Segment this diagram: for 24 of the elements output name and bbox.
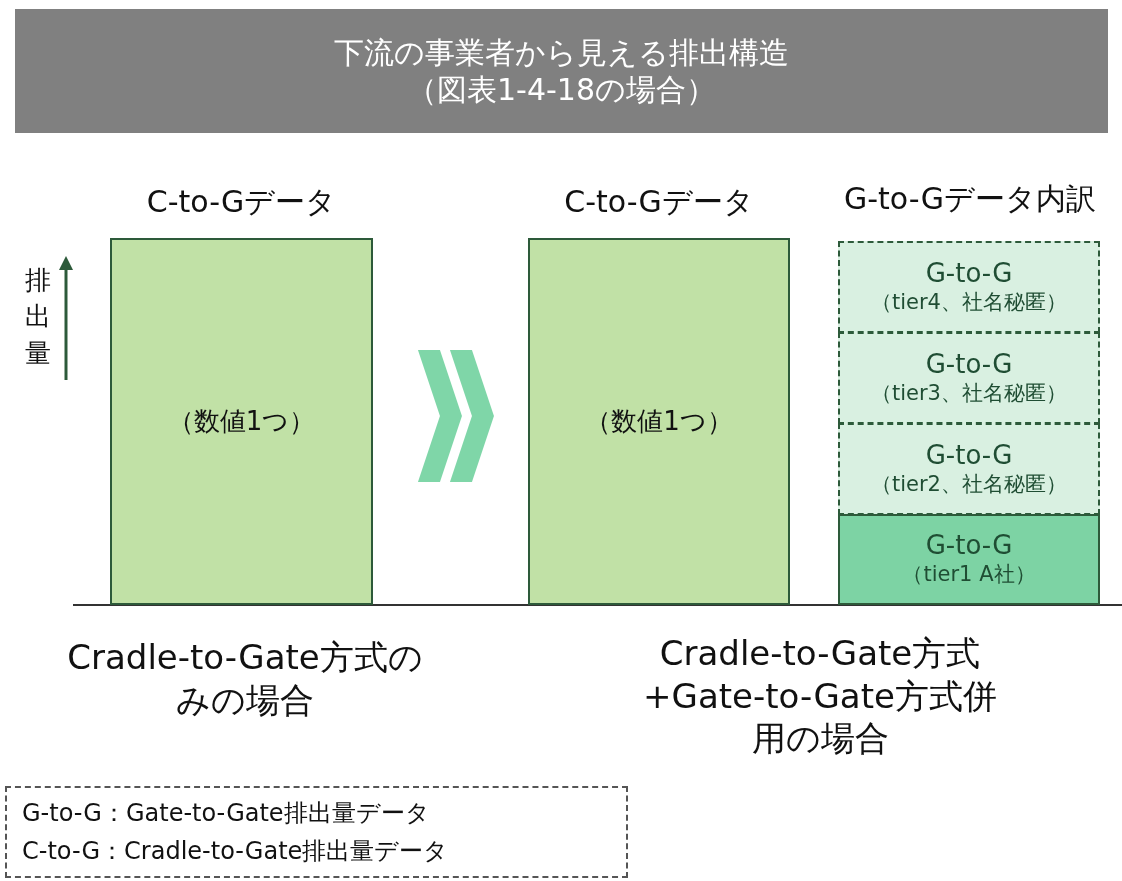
column-heading: G-to-Gデータ内訳: [843, 180, 1097, 218]
chevron-arrow: [417, 350, 494, 482]
tier-detail: （tier1 A社）: [902, 561, 1036, 589]
tier-detail: （tier2、社名秘匿）: [871, 470, 1067, 498]
tier-title: G-to-G: [925, 348, 1013, 380]
tier-detail: （tier4、社名秘匿）: [871, 288, 1067, 316]
column-heading: C-to-Gデータ: [145, 183, 338, 221]
tier-bar: [838, 423, 1100, 515]
tier-bar: [838, 514, 1100, 605]
column-heading: C-to-Gデータ: [563, 183, 755, 221]
tier-bar: [838, 332, 1100, 424]
tier-title: G-to-G: [925, 257, 1013, 289]
case-caption: Cradle-to-Gate方式のみの場合: [66, 636, 424, 721]
value-note: （数値1つ）: [167, 405, 316, 438]
value-note: （数値1つ）: [585, 405, 733, 438]
tier-detail: （tier3、社名秘匿）: [871, 379, 1067, 407]
case-caption: Cradle-to-Gate方式+Gate-to-Gate方式併用の場合: [642, 632, 998, 760]
title-text: 下流の事業者から見える排出構造（図表1-4-18の場合）: [333, 33, 790, 109]
tier-title: G-to-G: [925, 439, 1013, 471]
tier-bar: [838, 241, 1100, 333]
axis-label: 排出量: [25, 264, 51, 370]
legend-note: C-to-G：Cradle-to-Gate排出量データ: [22, 836, 450, 866]
legend-note: G-to-G：Gate-to-Gate排出量データ: [22, 798, 431, 828]
tier-title: G-to-G: [925, 530, 1013, 562]
